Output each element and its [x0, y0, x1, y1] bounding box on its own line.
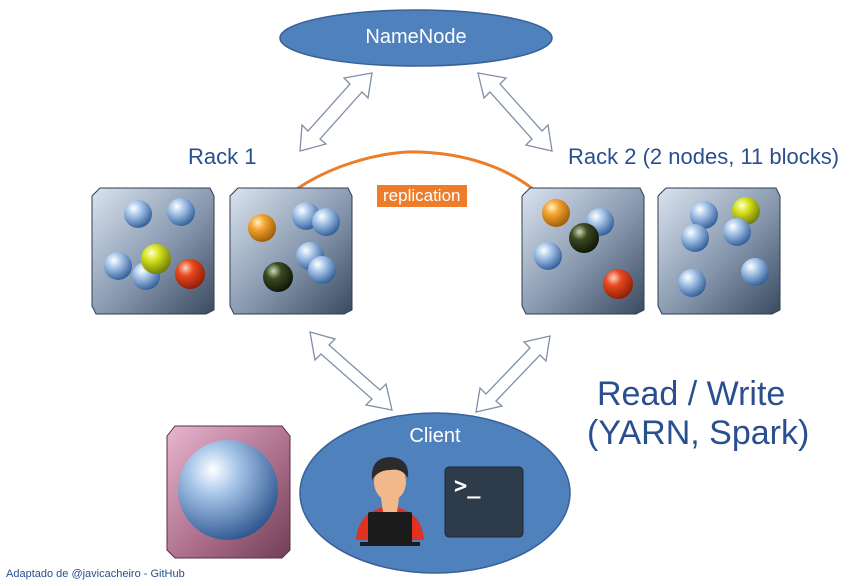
block-yellow	[732, 197, 760, 225]
block-blue	[104, 252, 132, 280]
datanode-rack1-a[interactable]	[91, 187, 215, 315]
arrow-rack2-client	[475, 335, 551, 413]
replication-arc	[260, 150, 555, 223]
block-blue	[167, 198, 195, 226]
namenode-ellipse[interactable]	[279, 9, 553, 67]
arrow-namenode-rack1	[299, 72, 373, 152]
namenode-label: NameNode	[365, 26, 467, 48]
readwrite-subtitle: (YARN, Spark)	[587, 414, 810, 452]
arrow-namenode-rack2	[477, 72, 553, 152]
credit-footer: Adaptado de @javicacheiro - GitHub	[6, 568, 185, 580]
datanode-rack1-b[interactable]	[229, 187, 353, 315]
block-dark	[263, 262, 293, 292]
block-blue	[312, 208, 340, 236]
block-blue	[723, 218, 751, 246]
block-blue	[124, 200, 152, 228]
datanode-rack2-b[interactable]	[657, 187, 781, 315]
laptop-icon	[368, 512, 412, 544]
replication-label: replication	[377, 185, 467, 207]
block-blue	[678, 269, 706, 297]
user-icon	[356, 457, 424, 546]
datanode-rack2-a[interactable]	[521, 187, 645, 315]
block-orange	[248, 214, 276, 242]
namenode-node[interactable]: NameNode	[280, 26, 552, 52]
block-orange	[542, 199, 570, 227]
client-label: Client	[409, 425, 461, 447]
data-sphere	[178, 440, 278, 540]
terminal-icon[interactable]	[444, 466, 524, 538]
block-blue	[690, 201, 718, 229]
readwrite-title: Read / Write	[597, 375, 786, 413]
arrow-rack1-client	[309, 331, 393, 411]
block-blue	[741, 258, 769, 286]
client-node[interactable]: Client	[300, 425, 570, 451]
block-blue	[681, 224, 709, 252]
block-yellow	[141, 244, 171, 274]
rack1-label: Rack 1	[188, 144, 257, 169]
client-data-cube	[166, 425, 291, 559]
block-blue	[308, 256, 336, 284]
block-blue	[534, 242, 562, 270]
block-red	[175, 259, 205, 289]
block-red	[603, 269, 633, 299]
rack2-label: Rack 2 (2 nodes, 11 blocks)	[568, 144, 840, 169]
terminal-prompt: >_	[454, 474, 481, 499]
block-dark	[569, 223, 599, 253]
